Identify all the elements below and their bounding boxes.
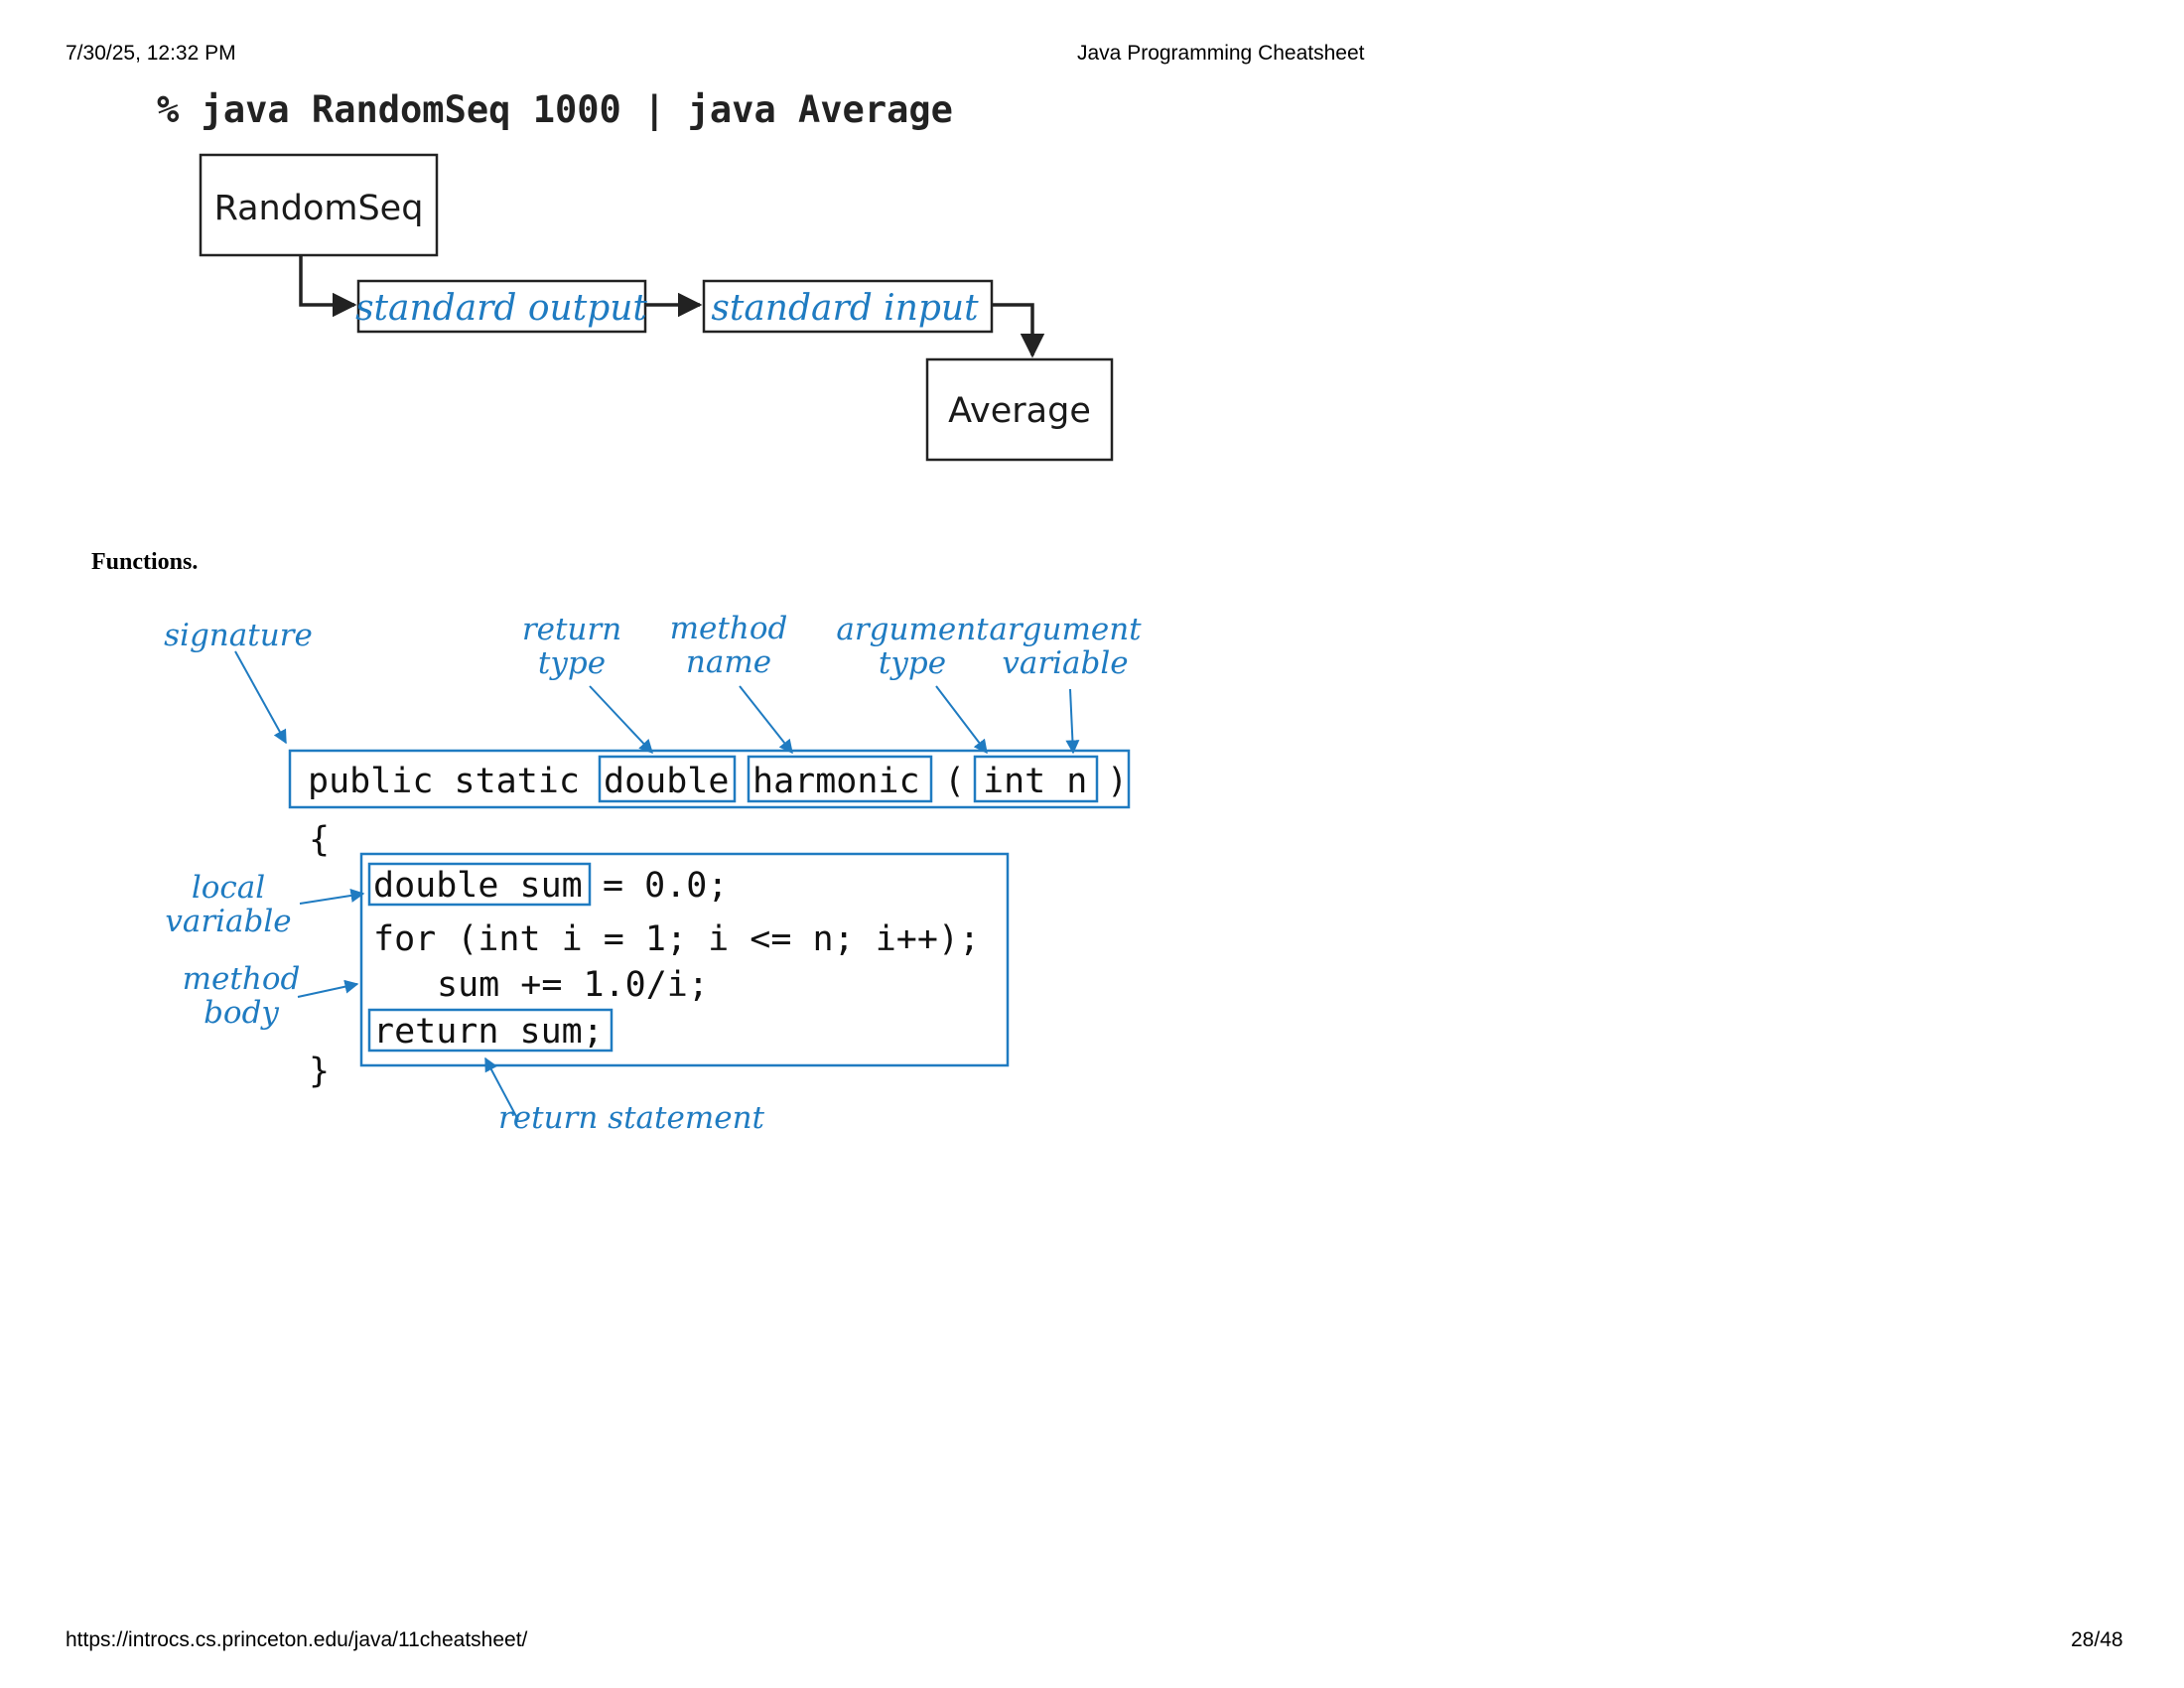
label-return-statement: return statement (498, 1100, 765, 1136)
average-box (925, 357, 1114, 462)
arrow-argument-variable (1065, 688, 1080, 755)
code-close-paren: ) (1107, 762, 1128, 801)
code-close-brace: } (309, 1052, 330, 1091)
label-method-body-line2: body (204, 995, 279, 1031)
arrow-argument-type (935, 685, 988, 755)
arrow-local-variable (299, 889, 365, 905)
code-for-line: for (int i = 1; i <= n; i++); (373, 919, 980, 959)
arrow-method-name (739, 685, 793, 755)
section-title-functions: Functions. (91, 549, 199, 575)
local-variable-box (367, 862, 592, 907)
label-return-type-line2: type (538, 645, 606, 681)
code-sum-line: sum += 1.0/i; (437, 965, 709, 1005)
average-label: Average (948, 391, 1091, 431)
label-method-name-line2: name (686, 644, 771, 680)
code-open-brace: { (309, 820, 330, 860)
argument-box (973, 755, 1099, 803)
label-signature: signature (164, 618, 313, 653)
method-body-box (359, 852, 1010, 1067)
code-return-line: return sum; (373, 1012, 604, 1052)
code-open-paren: ( (944, 762, 965, 801)
arrow-input-to-average (992, 303, 1045, 358)
code-public-static: public static (308, 762, 580, 801)
code-method-name: harmonic (752, 762, 920, 801)
label-argument-type-line2: type (879, 645, 946, 681)
label-method-body-line1: method (183, 961, 301, 997)
standard-input-box (702, 279, 994, 334)
method-name-box (747, 755, 933, 803)
label-local-variable-line1: local (192, 870, 265, 906)
standard-output-label: standard output (355, 288, 647, 329)
standard-input-label: standard input (711, 288, 979, 329)
arrow-method-body (297, 979, 359, 998)
code-return-type: double (604, 762, 729, 801)
code-local-decl: double sum (373, 866, 583, 906)
label-argument-variable-line1: argument (989, 612, 1142, 647)
print-datetime: 7/30/25, 12:32 PM (66, 42, 236, 65)
label-argument-type-line1: argument (836, 612, 989, 647)
arrow-return-type (589, 685, 653, 755)
label-method-name-line1: method (670, 611, 788, 646)
arrow-signature (234, 650, 287, 745)
randomseq-box (199, 153, 439, 257)
label-argument-variable-line2: variable (1002, 645, 1128, 681)
print-title: Java Programming Cheatsheet (1077, 42, 1365, 65)
signature-box (288, 749, 1131, 809)
pipe-diagram: % java RandomSeq 1000 | java Average Ran… (157, 88, 1114, 462)
pipe-command: % java RandomSeq 1000 | java Average (157, 88, 953, 131)
print-url: https://introcs.cs.princeton.edu/java/11… (66, 1628, 528, 1651)
return-type-box (598, 755, 737, 803)
return-statement-box (367, 1008, 614, 1053)
code-argument: int n (983, 762, 1087, 801)
label-return-type-line1: return (522, 612, 621, 647)
print-page-number: 28/48 (2071, 1628, 2123, 1651)
arrow-return-statement (484, 1056, 519, 1121)
label-local-variable-line2: variable (165, 904, 291, 939)
arrow-randomseq-to-output (299, 255, 357, 318)
function-anatomy-diagram: signature return type method name argume… (164, 611, 1142, 1136)
code-local-init: = 0.0; (603, 866, 728, 906)
randomseq-label: RandomSeq (214, 189, 424, 228)
